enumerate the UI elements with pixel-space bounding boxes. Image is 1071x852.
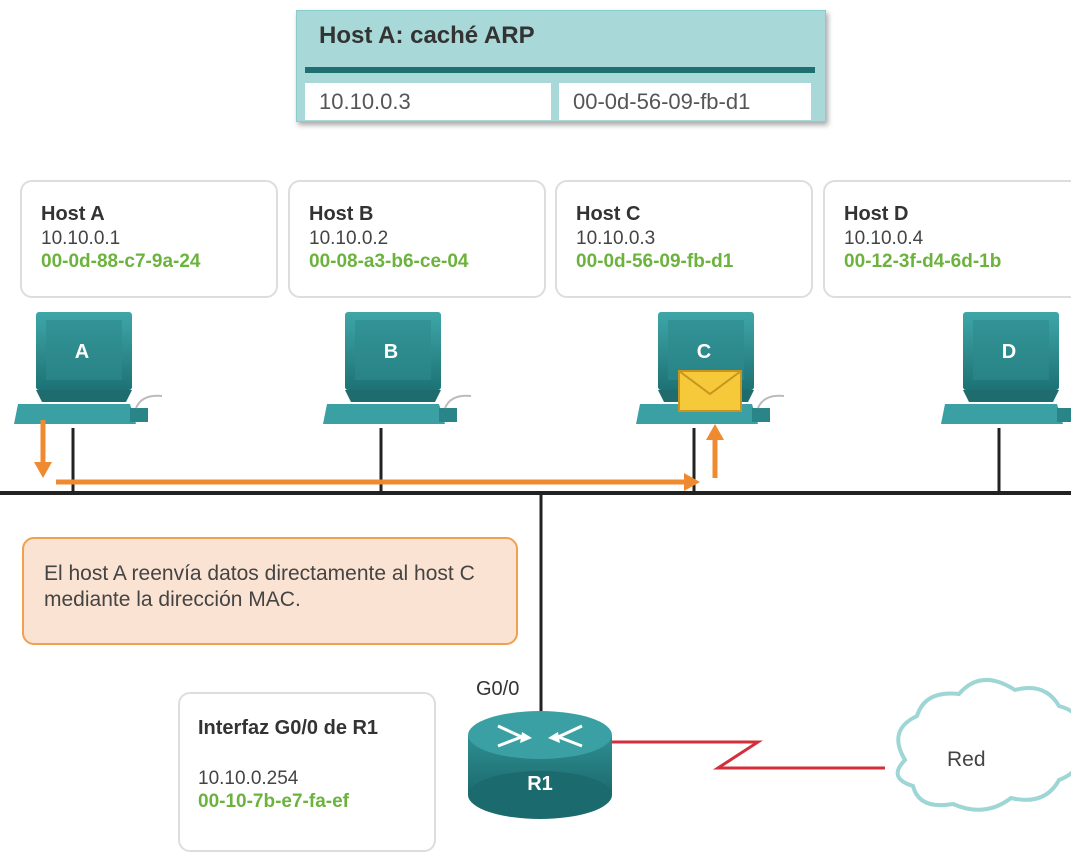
router-mac: 00-10-7b-e7-fa-ef [198,791,349,812]
wan-serial-link [612,740,885,770]
host-d-info-box: Host D 10.10.0.4 00-12-3f-d4-6d-1b [823,180,1071,298]
host-d-name: Host D [844,203,909,225]
host-c-info-box: Host C 10.10.0.3 00-0d-56-09-fb-d1 [555,180,813,298]
explanation-note: El host A reenvía datos directamente al … [22,537,518,645]
host-a-name: Host A [41,203,105,225]
arp-cache-mac: 00-0d-56-09-fb-d1 [559,83,811,120]
arp-cache-divider [305,67,815,73]
cloud-label: Red [947,748,986,771]
host-b-screen-label: B [384,341,398,363]
router-ip: 10.10.0.254 [198,768,299,789]
network-diagram: A B C D R1 [0,312,1071,819]
host-b-computer-icon [323,312,472,424]
data-path-arrows [34,420,724,491]
explanation-text: El host A reenvía datos directamente al … [44,562,475,611]
arp-cache-title: Host A: caché ARP [319,22,535,49]
host-b-name: Host B [309,203,374,225]
envelope-icon [678,370,742,412]
host-d-ip: 10.10.0.4 [844,228,924,249]
host-d-mac: 00-12-3f-d4-6d-1b [844,251,1002,272]
host-d-screen-label: D [1002,341,1016,363]
host-a-screen-label: A [75,341,89,363]
cloud-icon [895,677,1071,812]
router-icon [468,711,612,819]
host-a-info-box: Host A 10.10.0.1 00-0d-88-c7-9a-24 [20,180,278,298]
host-a-ip: 10.10.0.1 [41,228,121,249]
host-c-screen-label: C [697,341,711,363]
router-interface-label: Interfaz G0/0 de R1 [198,717,379,739]
host-c-mac: 00-0d-56-09-fb-d1 [576,251,734,272]
router-name-label: R1 [527,773,553,795]
host-b-ip: 10.10.0.2 [309,228,389,249]
host-d-computer-icon [941,312,1071,424]
router-port-label: G0/0 [476,678,520,700]
host-c-name: Host C [576,203,641,225]
router-info-box: Interfaz G0/0 de R1 10.10.0.254 00-10-7b… [178,692,436,852]
host-c-ip: 10.10.0.3 [576,228,656,249]
host-a-computer-icon [14,312,163,424]
arp-cache-ip: 10.10.0.3 [305,83,551,120]
host-a-mac: 00-0d-88-c7-9a-24 [41,251,201,272]
host-b-mac: 00-08-a3-b6-ce-04 [309,251,469,272]
host-b-info-box: Host B 10.10.0.2 00-08-a3-b6-ce-04 [288,180,546,298]
arp-cache-table: Host A: caché ARP 10.10.0.3 00-0d-56-09-… [296,10,826,122]
